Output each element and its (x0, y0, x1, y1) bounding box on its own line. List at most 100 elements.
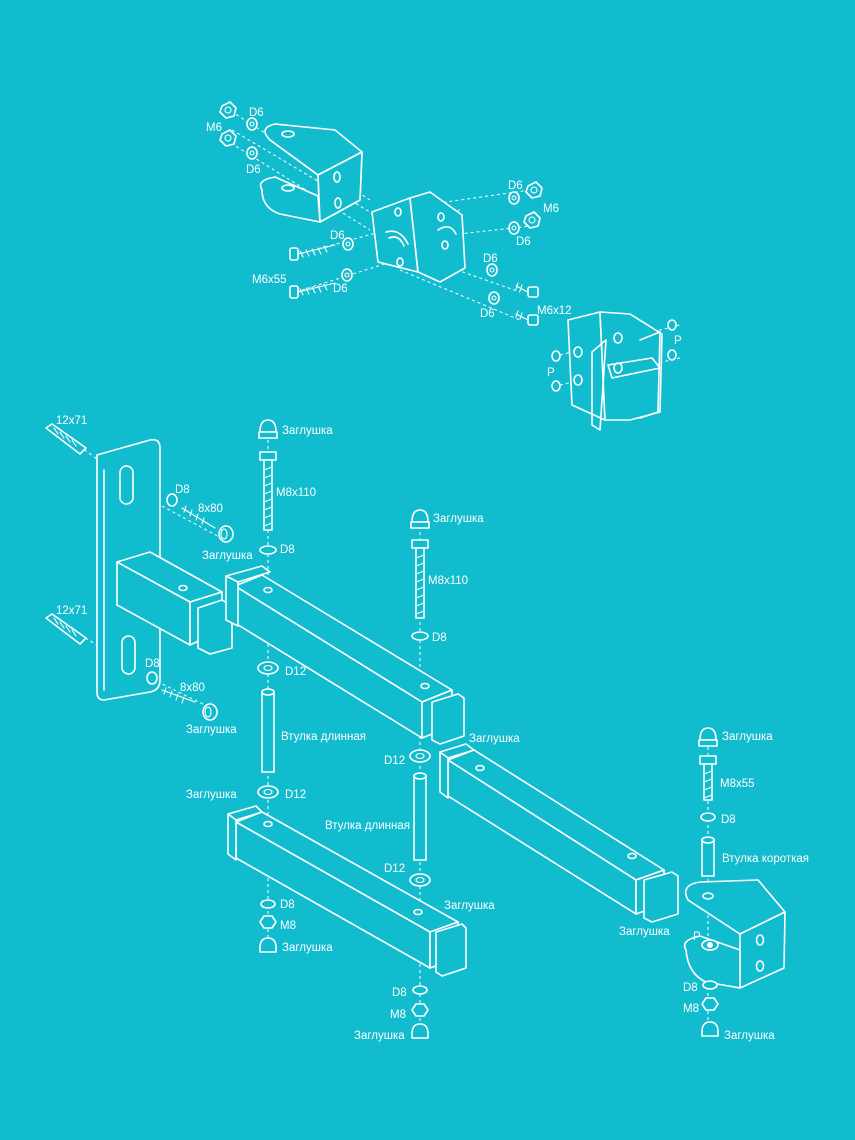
label-d8: D8 (432, 632, 447, 644)
nut-m8-icon (259, 915, 277, 929)
label-cap: Заглушка (186, 724, 237, 736)
label-cap: Заглушка (282, 942, 333, 954)
label-d12: D12 (384, 863, 405, 875)
screw-m6x12-icon (515, 282, 539, 326)
label-d6: D6 (516, 236, 531, 248)
end-bracket (683, 879, 786, 989)
arm-3 (227, 805, 467, 977)
label-d6: D6 (333, 283, 348, 295)
bolt-m8x110-icon (411, 539, 429, 619)
sleeve-long-icon (413, 772, 427, 861)
label-d6: D6 (508, 180, 523, 192)
label-bolt: 8x80 (198, 503, 223, 515)
washer-d8-icon (260, 899, 276, 909)
label-p: P (674, 335, 682, 347)
label-m8: M8 (683, 1003, 699, 1015)
label-cap: Заглушка (433, 513, 484, 525)
washer-d8-icon (700, 812, 716, 822)
washer-d8-icon (412, 985, 428, 995)
label-cap: Заглушка (202, 550, 253, 562)
label-p: P (693, 931, 701, 943)
label-bolt: 8x80 (180, 682, 205, 694)
label-cap: Заглушка (444, 900, 495, 912)
label-d6: D6 (480, 308, 495, 320)
cap-icon (701, 1021, 719, 1037)
label-m8: M8 (390, 1009, 406, 1021)
washer-d12-icon (409, 873, 431, 887)
label-d8: D8 (392, 987, 407, 999)
label-d8: D8 (721, 814, 736, 826)
label-m6: M6 (206, 122, 222, 134)
label-d6: D6 (249, 107, 264, 119)
label-cap: Заглушка (619, 926, 670, 938)
label-m6x12: M6x12 (537, 305, 572, 317)
tilt-head-assembly: D6 M6 D6 D6 M6 D6 D6 D6 M6x55 D6 D6 M6x1… (206, 101, 682, 431)
wall-anchor-icon (45, 423, 87, 645)
sleeve-short-icon (701, 836, 715, 877)
washer-d12-icon (257, 661, 279, 675)
bolt-m8x110-icon (259, 451, 277, 531)
washer-d8-icon (146, 493, 178, 685)
washer-d8-icon (411, 631, 429, 641)
label-d6: D6 (483, 253, 498, 265)
label-cap: Заглушка (722, 731, 773, 743)
arm-2 (439, 743, 679, 923)
screw-m6x55-icon (289, 244, 336, 299)
dome-cap-icon (410, 509, 430, 529)
washer-d6-icon (341, 237, 354, 282)
washer-d6-icon (486, 191, 520, 305)
label-sleeve: Втулка длинная (325, 820, 410, 832)
washer-d8-icon (702, 980, 718, 990)
nut-m6-icon (523, 181, 543, 229)
washer-d6-icon (246, 117, 258, 160)
label-bolt: M8x110 (428, 575, 468, 587)
wall-stub (116, 551, 233, 655)
label-p: P (547, 367, 555, 379)
u-bracket (259, 123, 363, 223)
washer-d8-icon (259, 545, 277, 555)
cap-icon (259, 937, 277, 953)
nut-m8-icon (701, 997, 719, 1011)
label-d12: D12 (384, 755, 405, 767)
label-cap: Заглушка (282, 425, 333, 437)
label-cap: Заглушка (469, 733, 520, 745)
label-d8: D8 (145, 658, 160, 670)
cap-icon (202, 525, 234, 721)
label-bolt: M8x110 (276, 487, 316, 499)
label-d8: D8 (683, 982, 698, 994)
washer-p-icon (551, 319, 677, 392)
label-m6: M6 (543, 203, 559, 215)
label-anchor: 12x71 (56, 415, 87, 427)
lag-bolt-8x80-icon (161, 505, 216, 704)
bolt-m8x55-icon (699, 755, 717, 801)
label-bolt: M8x55 (720, 778, 755, 790)
label-m8: M8 (280, 920, 296, 932)
label-d8: D8 (280, 899, 295, 911)
label-d12: D12 (285, 666, 306, 678)
label-d8: D8 (280, 544, 295, 556)
arm-assembly: 12x71 D8 8x80 Заглушка 12x71 D8 8x80 Заг… (45, 415, 809, 1042)
adjustment-plate (371, 191, 466, 283)
arm-1 (225, 565, 465, 745)
label-d12: D12 (285, 789, 306, 801)
label-d6: D6 (246, 164, 261, 176)
cap-icon (411, 1023, 429, 1039)
label-anchor: 12x71 (56, 605, 87, 617)
washer-d12-icon (409, 749, 431, 763)
label-cap: Заглушка (186, 789, 237, 801)
nut-m6-icon (219, 101, 237, 147)
label-d8: D8 (175, 484, 190, 496)
mount-plate (567, 311, 663, 431)
nut-m8-icon (411, 1003, 429, 1017)
label-sleeve: Втулка короткая (722, 853, 809, 865)
washer-d12-icon (257, 785, 279, 799)
label-cap: Заглушка (724, 1030, 775, 1042)
dome-cap-icon (258, 419, 278, 439)
dome-cap-icon (698, 727, 718, 747)
sleeve-long-icon (261, 688, 275, 773)
label-cap: Заглушка (354, 1030, 405, 1042)
label-m6x55: M6x55 (252, 274, 287, 286)
label-d6: D6 (330, 230, 345, 242)
label-sleeve: Втулка длинная (281, 731, 366, 743)
